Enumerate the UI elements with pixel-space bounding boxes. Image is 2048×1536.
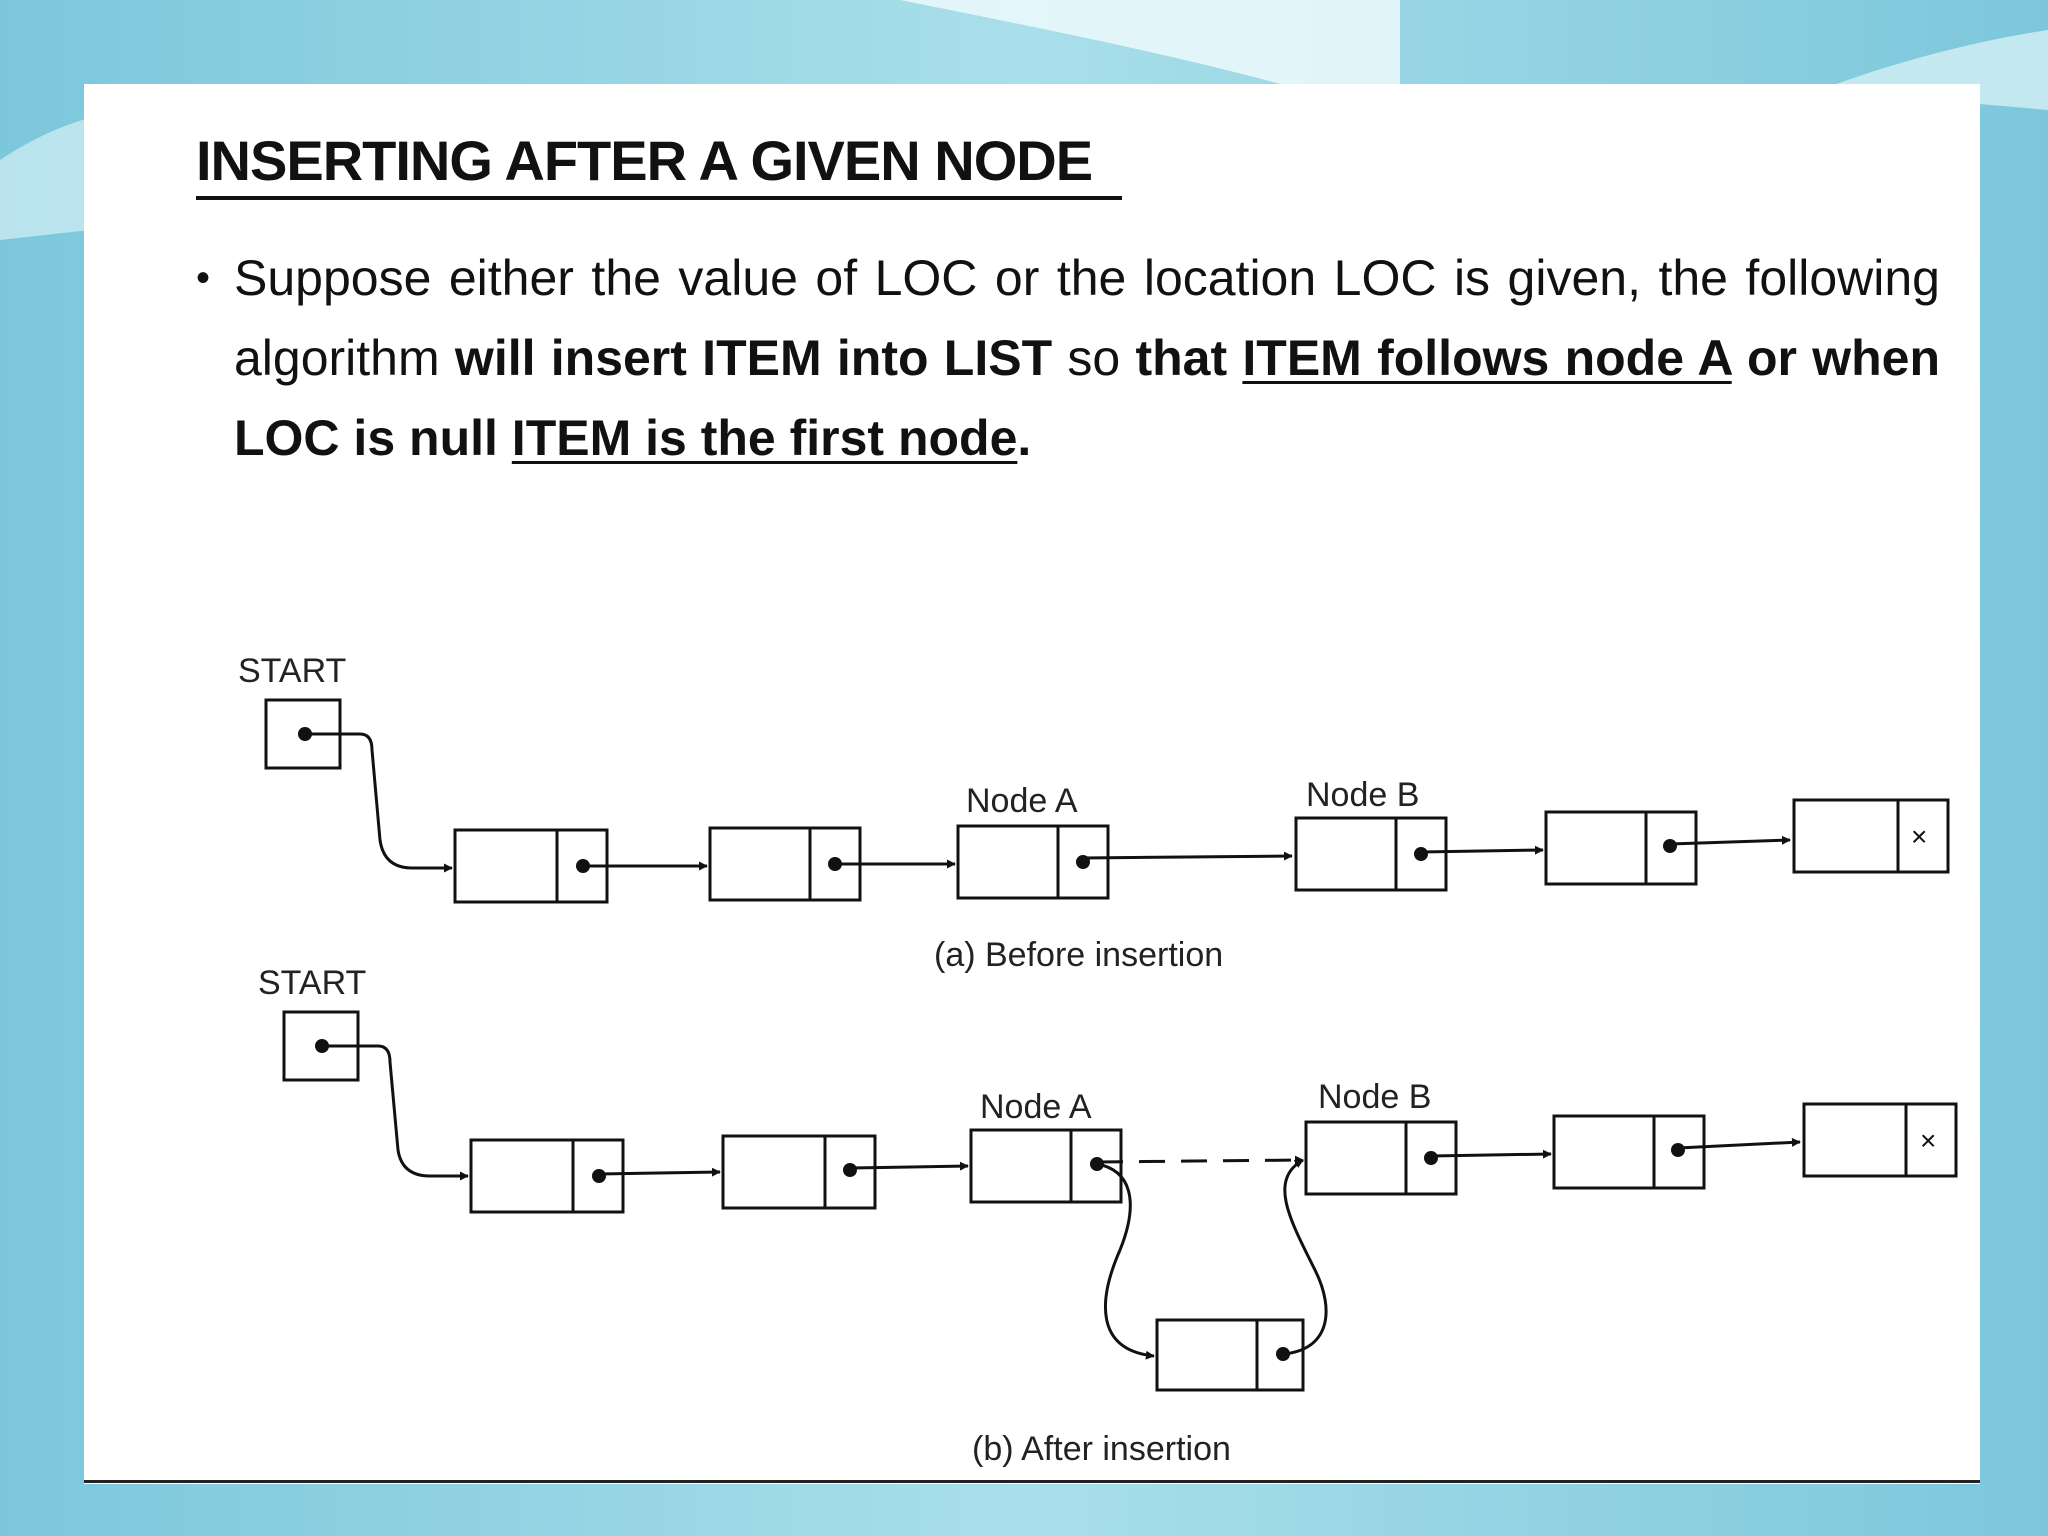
caption-after: (b) After insertion (972, 1430, 1231, 1468)
new-node (1155, 1318, 1305, 1392)
node-a (956, 824, 1110, 900)
bottom-divider (84, 1480, 1980, 1483)
title-underline (196, 196, 1122, 200)
node-a-label: Node A (980, 1088, 1092, 1126)
link-arrow (1420, 845, 1544, 855)
node-b-label: Node B (1306, 776, 1419, 814)
node-a (969, 1128, 1123, 1204)
start-link-arrow (322, 1044, 469, 1181)
bullet-underlined-text: ITEM follows node A (1242, 330, 1732, 386)
start-label: START (238, 652, 346, 690)
bullet-dot: • (196, 256, 211, 300)
node-b (1294, 816, 1448, 892)
bullet-text: Suppose either the value of LOC or the l… (234, 238, 1940, 478)
list-node (1552, 1114, 1706, 1190)
node-a-label: Node A (966, 782, 1078, 820)
null-marker: × (1911, 821, 1927, 852)
link-arrow-from-new-node (1282, 1158, 1328, 1356)
bullet-text-part: so (1052, 330, 1136, 386)
link-arrow-to-new-node (1096, 1162, 1155, 1360)
start-label: START (258, 964, 366, 1002)
node-b-label: Node B (1318, 1078, 1431, 1116)
link-arrow (1430, 1149, 1552, 1159)
after-insertion-diagram: START Node A Node B (258, 964, 1958, 1468)
before-insertion-diagram: START Node A Node B (238, 652, 1950, 974)
link-arrow (598, 1167, 721, 1177)
last-node (1802, 1102, 1958, 1178)
start-link-arrow (305, 732, 453, 873)
null-marker: × (1920, 1125, 1936, 1156)
bullet-bold-text: . (1017, 410, 1032, 466)
bullet-text-part: Suppose either the value of LOC or the l… (234, 250, 1940, 386)
caption-before: (a) Before insertion (934, 936, 1223, 974)
bullet-underlined-text: ITEM is the first node (511, 410, 1018, 466)
slide-content-card (84, 84, 1980, 1484)
bullet-bold-text: will insert ITEM into LIST (454, 330, 1053, 386)
list-node (1544, 810, 1698, 886)
slide-title: INSERTING AFTER A GIVEN NODE (196, 129, 1093, 192)
list-node (721, 1134, 877, 1210)
last-node (1792, 798, 1950, 874)
link-arrow (849, 1161, 969, 1171)
removed-link-dashed (1096, 1155, 1304, 1165)
node-b (1304, 1120, 1458, 1196)
link-arrow (1082, 851, 1293, 861)
link-arrow (1669, 835, 1791, 846)
bullet-bold-text: or when LOC is null (234, 330, 1941, 466)
list-node (469, 1138, 625, 1214)
bullet-bold-text: that (1135, 330, 1243, 386)
bullet-point: • Suppose either the value of LOC or the… (196, 238, 1940, 478)
link-arrow (1677, 1137, 1801, 1150)
